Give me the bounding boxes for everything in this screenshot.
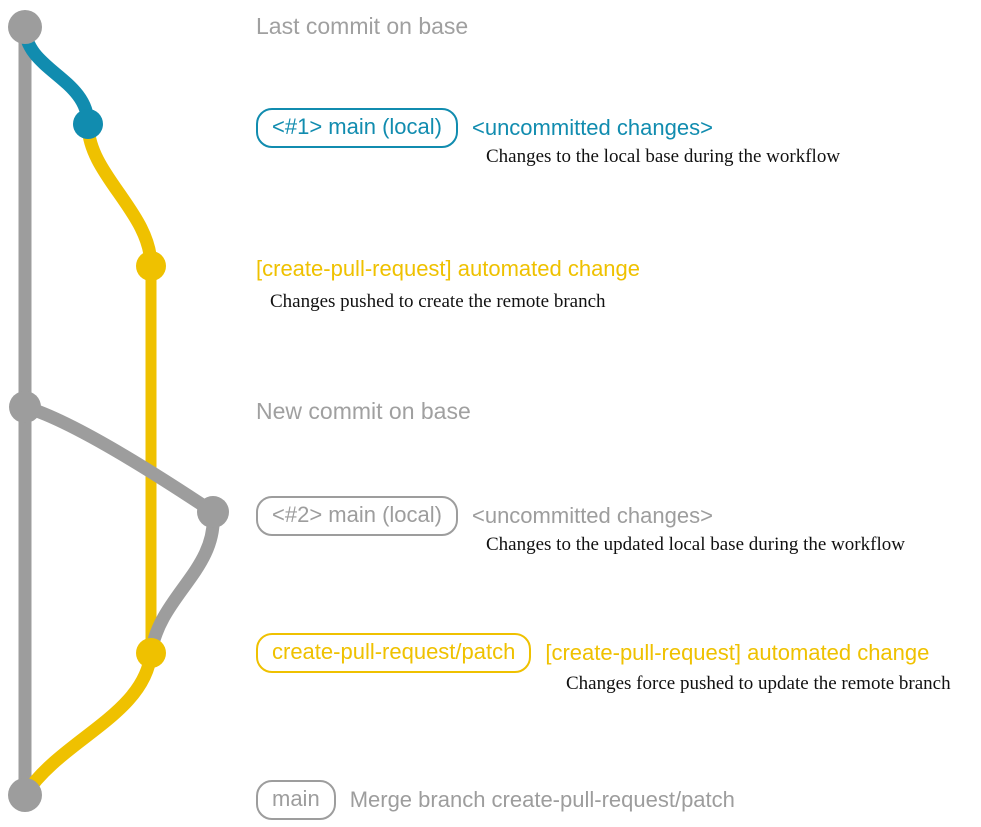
branch-badge-main-local-2[interactable]: <#2> main (local) <box>256 496 458 536</box>
commit-note-local-change-1: Changes to the local base during the wor… <box>486 146 841 167</box>
commit-node-base-head[interactable] <box>8 10 42 44</box>
edge-local-2-to-automated-2 <box>144 505 220 660</box>
commit-entry-merge: main Merge branch create-pull-request/pa… <box>256 780 735 820</box>
commit-node-merge[interactable] <box>8 778 42 812</box>
commit-subject-local-change-2: <uncommitted changes> <box>471 503 713 528</box>
commit-entry-automated-change-2: create-pull-request/patch [create-pull-r… <box>256 633 929 673</box>
commit-subject-automated-change-1: [create-pull-request] automated change <box>256 256 641 281</box>
commit-subject-local-change-1: <uncommitted changes> <box>471 115 713 140</box>
commit-note-automated-change-1: Changes pushed to create the remote bran… <box>270 291 606 312</box>
edge-automated-2-to-merge <box>18 646 158 802</box>
commit-node-automated-change-1[interactable] <box>136 251 166 281</box>
commit-subject-automated-change-2: [create-pull-request] automated change <box>545 640 930 665</box>
commit-node-base-new-commit[interactable] <box>9 391 41 423</box>
commit-entry-local-change-2: <#2> main (local) <uncommitted changes> <box>256 496 713 536</box>
branch-badge-main-local-1[interactable]: <#1> main (local) <box>256 108 458 148</box>
commit-node-local-change-2[interactable] <box>197 496 229 528</box>
commit-node-automated-change-2[interactable] <box>136 638 166 668</box>
commit-note-automated-change-2: Changes force pushed to update the remot… <box>566 673 951 694</box>
commit-entry-local-change-1: <#1> main (local) <uncommitted changes> <box>256 108 713 148</box>
commit-node-local-change-1[interactable] <box>73 109 103 139</box>
commit-subject-merge: Merge branch create-pull-request/patch <box>349 787 735 812</box>
commit-entry-automated-change-1: [create-pull-request] automated change <box>256 252 640 286</box>
edge-base-to-local-2 <box>18 400 220 519</box>
commit-nodes <box>8 10 229 812</box>
edge-base-to-local-1 <box>18 20 95 131</box>
branch-badge-main[interactable]: main <box>256 780 336 820</box>
edge-local-1-to-automated-1 <box>81 117 158 273</box>
branch-badge-create-pull-request-patch[interactable]: create-pull-request/patch <box>256 633 532 673</box>
commit-note-local-change-2: Changes to the updated local base during… <box>486 534 905 555</box>
heading-last-commit-on-base: Last commit on base <box>256 13 469 39</box>
heading-new-commit-on-base: New commit on base <box>256 398 471 424</box>
